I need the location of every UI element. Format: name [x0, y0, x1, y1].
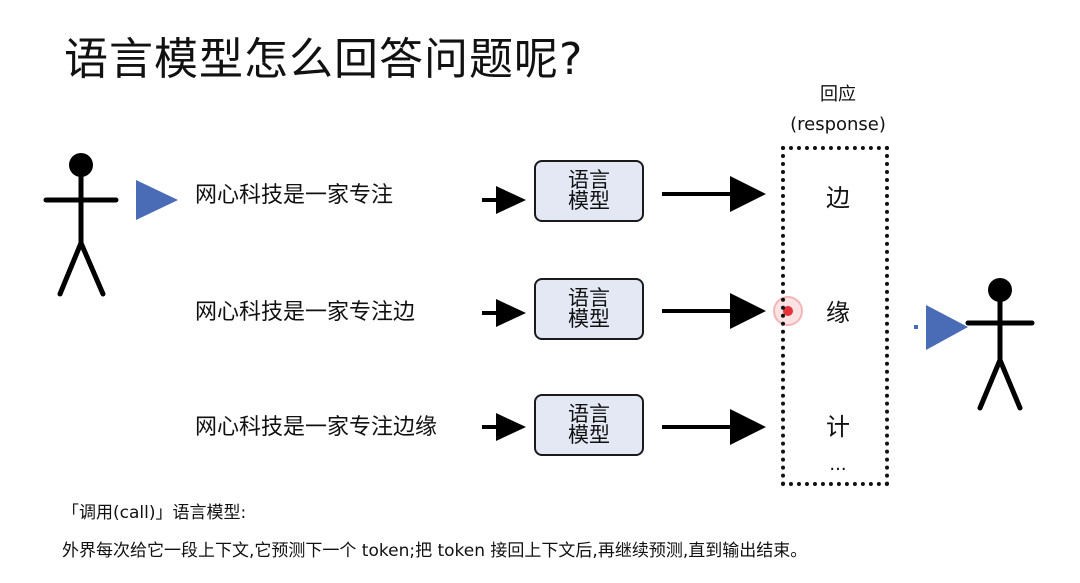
user-figure-icon [43, 153, 119, 297]
footer-label: 「调用(call)」语言模型: [62, 503, 247, 523]
page-title: 语言模型怎么回答问题呢? [64, 34, 584, 85]
response-token-1: 边 [826, 184, 850, 212]
response-token-2: 缘 [826, 299, 850, 327]
arrow-context-to-model-2 [482, 299, 526, 327]
response-ellipsis: ... [829, 454, 847, 475]
response-box [781, 146, 889, 486]
arrow-context-to-model-3 [482, 413, 526, 441]
arrow-model-to-response-3 [662, 409, 766, 445]
context-text-1: 网心科技是一家专注 [195, 183, 394, 208]
context-text-2: 网心科技是一家专注边 [195, 300, 416, 325]
model-label-line1: 语言 [568, 402, 610, 426]
arrow-model-to-response-1 [662, 176, 766, 212]
model-label-line1: 语言 [568, 168, 610, 192]
output-triangle-icon [926, 305, 968, 350]
response-label: 回应 [820, 84, 856, 105]
language-model-box-2: 语言 模型 [534, 278, 644, 340]
model-label-line1: 语言 [568, 286, 610, 310]
model-label-line2: 模型 [568, 189, 610, 213]
language-model-box-3: 语言 模型 [534, 394, 644, 456]
model-label-line2: 模型 [568, 423, 610, 447]
model-label-line2: 模型 [568, 307, 610, 331]
response-token-3: 计 [826, 413, 850, 441]
arrow-model-to-response-2 [662, 293, 766, 329]
response-header: 回应 (response) [790, 80, 886, 140]
language-model-box-1: 语言 模型 [534, 160, 644, 222]
response-label-en: (response) [790, 114, 886, 135]
input-triangle-icon [136, 180, 178, 220]
context-text-3: 网心科技是一家专注边缘 [195, 415, 438, 440]
output-dot-icon [914, 325, 918, 329]
arrow-context-to-model-1 [482, 186, 526, 214]
footer-description: 外界每次给它一段上下文,它预测下一个 token;把 token 接回上下文后,… [62, 541, 808, 561]
receiver-figure-icon [965, 278, 1035, 411]
